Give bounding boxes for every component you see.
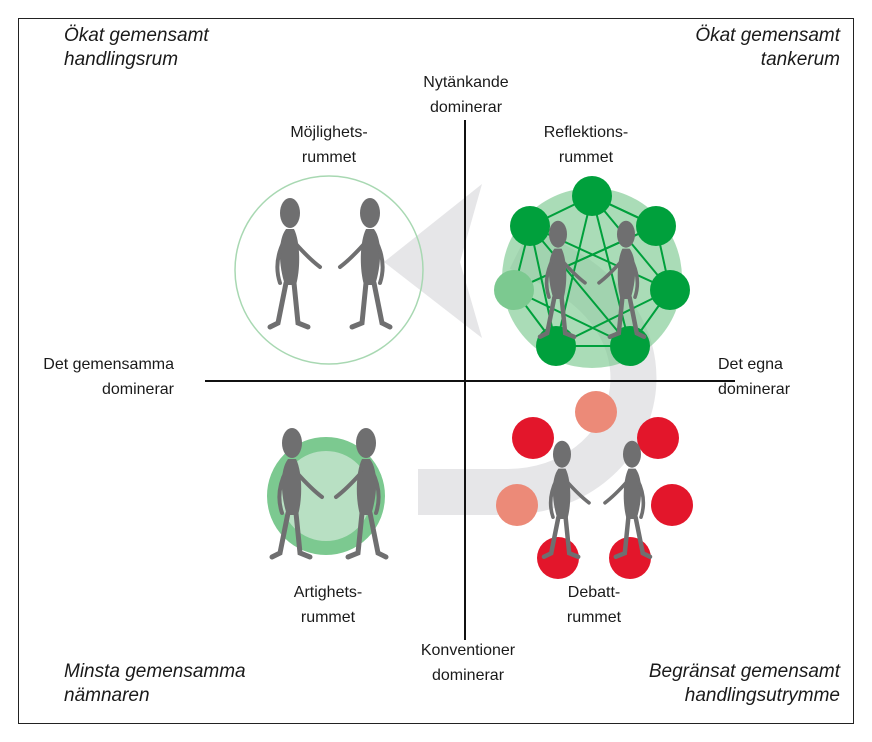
reflektions-room	[494, 176, 690, 368]
reflektions-label-line1: Reflektions-	[543, 124, 629, 141]
corner-bottom-right: Begränsat gemensamt handlingsutrymme	[649, 660, 840, 708]
axis-left-line2: dominerar	[101, 381, 174, 398]
reflektions-label-line2: rummet	[558, 149, 614, 166]
mojlighets-room	[234, 175, 424, 365]
mojlighets-label-line2: rummet	[301, 149, 357, 166]
axis-top-label: Nytänkande dominerar	[400, 70, 532, 120]
debatt-label-line1: Debatt-	[567, 584, 621, 601]
corner-bottom-right-line1: Begränsat gemensamt	[648, 661, 840, 682]
corner-top-right-line2: tankerum	[760, 49, 840, 70]
artighets-label-line1: Artighets-	[293, 584, 363, 601]
axis-top-line1: Nytänkande	[423, 74, 509, 91]
mojlighets-label-line1: Möjlighets-	[290, 124, 368, 141]
artighets-label-line2: rummet	[300, 609, 356, 626]
debatt-room	[496, 391, 693, 579]
debatt-label: Debatt- rummet	[534, 580, 654, 630]
axis-right-label: Det egna dominerar	[718, 352, 818, 402]
axis-right-line2: dominerar	[718, 381, 791, 398]
debatt-label-line2: rummet	[566, 609, 622, 626]
axis-bottom-label: Konventioner dominerar	[400, 638, 536, 688]
corner-top-right: Ökat gemensamt tankerum	[695, 24, 840, 72]
axis-right-line1: Det egna	[718, 356, 783, 373]
corner-top-left: Ökat gemensamt handlingsrum	[64, 24, 209, 72]
corner-bottom-right-line2: handlingsutrymme	[684, 685, 840, 706]
reflektions-label: Reflektions- rummet	[520, 120, 652, 170]
corner-top-right-line1: Ökat gemensamt	[695, 25, 840, 46]
axis-bottom-line1: Konventioner	[420, 642, 516, 659]
corner-bottom-left-line2: nämnaren	[64, 685, 150, 706]
corner-top-left-line2: handlingsrum	[64, 49, 179, 70]
corner-top-left-line1: Ökat gemensamt	[64, 25, 209, 46]
artighets-room	[267, 428, 386, 557]
mojlighets-label: Möjlighets- rummet	[264, 120, 394, 170]
corner-bottom-left: Minsta gemensamma nämnaren	[64, 660, 246, 708]
axis-left-label: Det gemensamma dominerar	[30, 352, 174, 402]
axis-top-line2: dominerar	[429, 99, 503, 116]
corner-bottom-left-line1: Minsta gemensamma	[64, 661, 246, 682]
axis-left-line1: Det gemensamma	[43, 356, 174, 373]
axis-bottom-line2: dominerar	[431, 667, 505, 684]
artighets-label: Artighets- rummet	[268, 580, 388, 630]
diagram-frame	[18, 18, 854, 724]
